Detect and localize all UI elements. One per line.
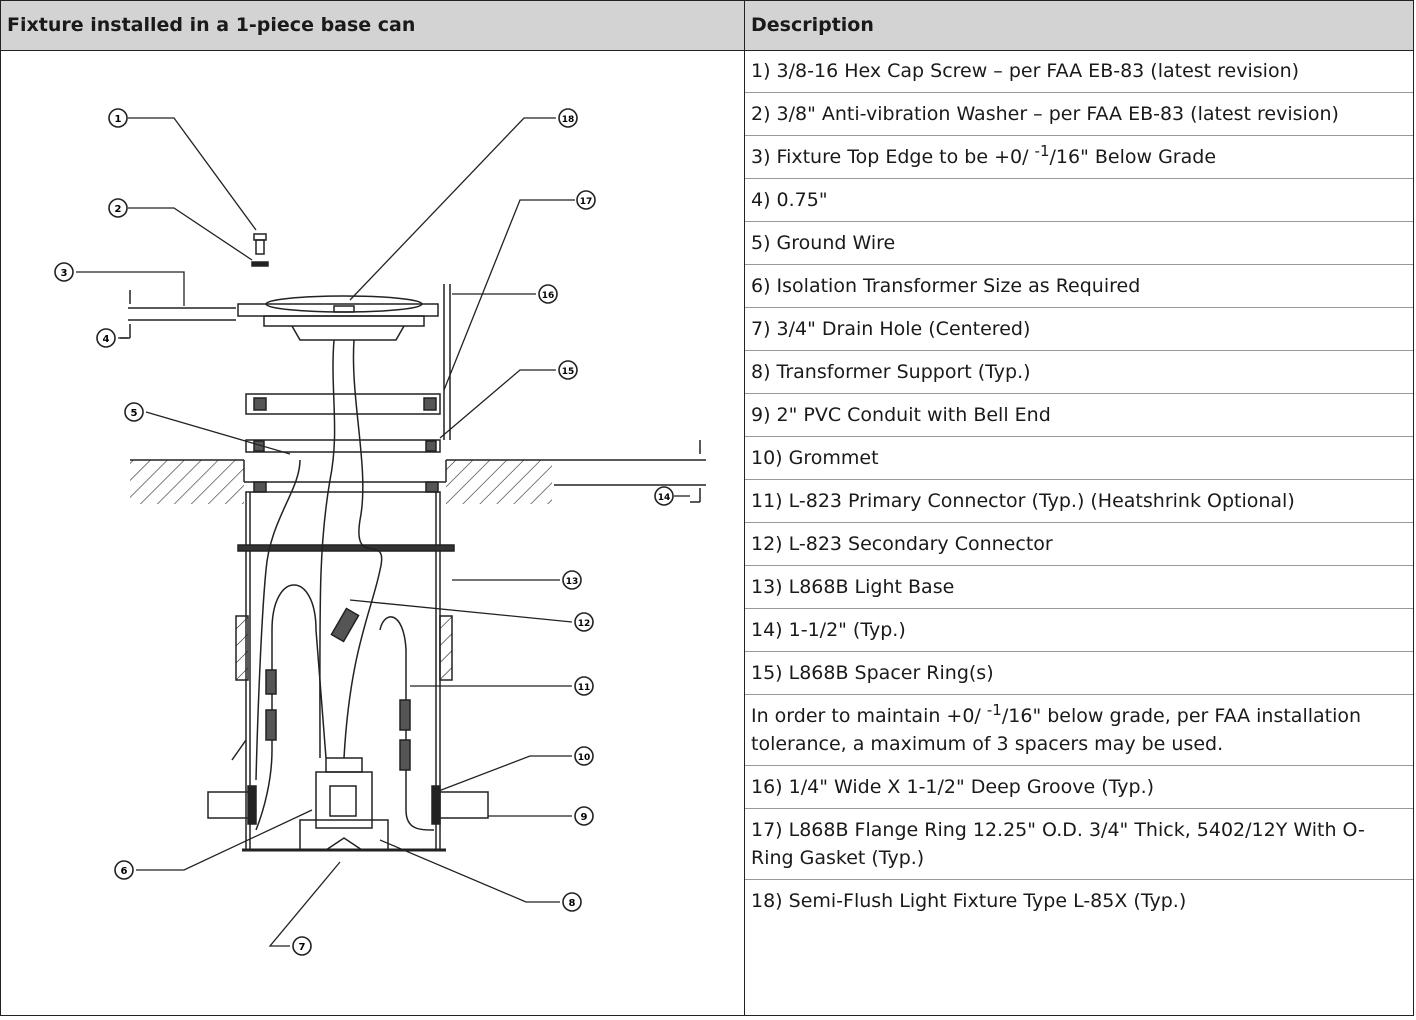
callout-8: 8 xyxy=(569,898,576,909)
desc-item-8: 8) Transformer Support (Typ.) xyxy=(745,351,1413,394)
callout-12: 12 xyxy=(578,619,591,629)
desc-item-3-post: /16" Below Grade xyxy=(1049,146,1217,168)
desc-item-16: 16) 1/4" Wide X 1-1/2" Deep Groove (Typ.… xyxy=(745,766,1413,809)
header-fixture: Fixture installed in a 1-piece base can xyxy=(1,1,745,50)
table-header: Fixture installed in a 1-piece base can … xyxy=(1,1,1413,51)
callout-18: 18 xyxy=(562,115,575,125)
callout-1: 1 xyxy=(115,114,122,125)
desc-item-4: 4) 0.75" xyxy=(745,179,1413,222)
spacer-note-pre: In order to maintain +0/ xyxy=(751,705,987,727)
callout-2: 2 xyxy=(115,204,122,215)
desc-item-15: 15) L868B Spacer Ring(s) xyxy=(745,652,1413,695)
callout-4: 4 xyxy=(103,334,110,345)
callout-11: 11 xyxy=(578,683,591,693)
callout-7: 7 xyxy=(299,942,306,953)
description-list: 1) 3/8-16 Hex Cap Screw – per FAA EB-83 … xyxy=(745,50,1413,922)
base-can-diagram: 1 2 3 4 5 6 7 8 9 10 11 12 13 14 15 16 1… xyxy=(0,50,744,1016)
spacer-note-sup: -1 xyxy=(986,701,1002,719)
callout-5: 5 xyxy=(131,408,138,419)
desc-item-3: 3) Fixture Top Edge to be +0/ -1/16" Bel… xyxy=(745,136,1413,179)
desc-item-2: 2) 3/8" Anti-vibration Washer – per FAA … xyxy=(745,93,1413,136)
desc-item-1: 1) 3/8-16 Hex Cap Screw – per FAA EB-83 … xyxy=(745,50,1413,93)
header-description: Description xyxy=(751,14,874,36)
callout-16: 16 xyxy=(542,291,555,301)
desc-item-9: 9) 2" PVC Conduit with Bell End xyxy=(745,394,1413,437)
desc-item-3-pre: 3) Fixture Top Edge to be +0/ xyxy=(751,146,1035,168)
callout-9: 9 xyxy=(581,812,588,823)
desc-item-13: 13) L868B Light Base xyxy=(745,566,1413,609)
callout-markers: 1 2 3 4 5 6 7 8 9 10 11 12 13 14 15 16 1… xyxy=(54,108,674,956)
callout-6: 6 xyxy=(121,866,128,877)
desc-item-12: 12) L-823 Secondary Connector xyxy=(745,523,1413,566)
callout-3: 3 xyxy=(61,268,68,279)
column-divider xyxy=(744,50,745,1016)
desc-item-3-sup: -1 xyxy=(1034,142,1050,160)
desc-item-14: 14) 1-1/2" (Typ.) xyxy=(745,609,1413,652)
spacer-note-post: /16" below grade, per FAA installation t… xyxy=(751,705,1362,755)
desc-item-18: 18) Semi-Flush Light Fixture Type L-85X … xyxy=(751,890,1187,912)
desc-item-17: 17) L868B Flange Ring 12.25" O.D. 3/4" T… xyxy=(745,809,1413,880)
diagram-svg: 1 2 3 4 5 6 7 8 9 10 11 12 13 14 15 16 1… xyxy=(54,108,706,956)
desc-spacer-note: In order to maintain +0/ -1/16" below gr… xyxy=(745,695,1413,766)
callout-13: 13 xyxy=(566,577,579,587)
callout-15: 15 xyxy=(562,367,575,377)
desc-item-5: 5) Ground Wire xyxy=(745,222,1413,265)
desc-item-10: 10) Grommet xyxy=(745,437,1413,480)
desc-item-6: 6) Isolation Transformer Size as Require… xyxy=(745,265,1413,308)
callout-10: 10 xyxy=(578,753,591,763)
callout-17: 17 xyxy=(580,197,593,207)
callout-14: 14 xyxy=(658,493,671,503)
desc-item-11: 11) L-823 Primary Connector (Typ.) (Heat… xyxy=(745,480,1413,523)
desc-item-7: 7) 3/4" Drain Hole (Centered) xyxy=(745,308,1413,351)
